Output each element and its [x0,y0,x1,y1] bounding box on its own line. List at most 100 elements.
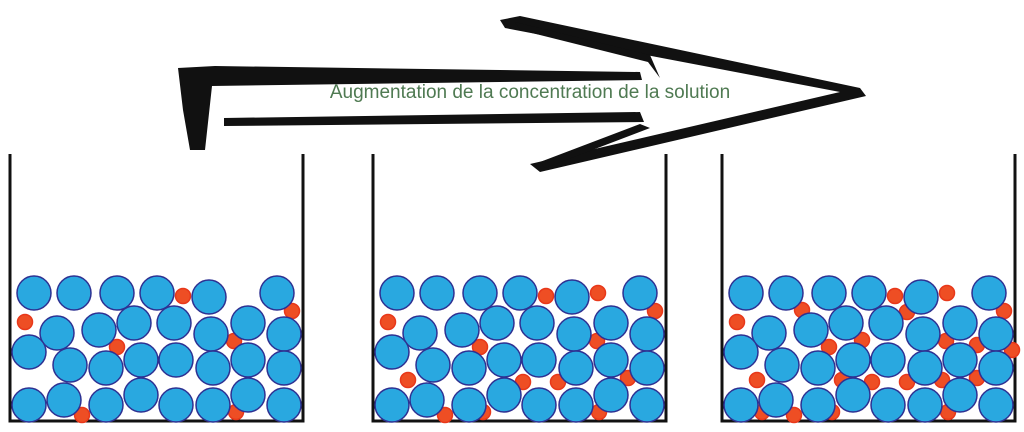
solvent-particle [11,334,47,370]
solvent-particle [415,347,451,383]
arrow-label: Augmentation de la concentration de la s… [329,82,731,103]
solvent-particle [978,316,1014,352]
solvent-particle [81,312,117,348]
solvent-particle [870,387,906,423]
solute-particle [748,371,766,389]
solvent-particle [835,377,871,413]
solute-particle [785,406,803,424]
solvent-particle [558,387,594,423]
solvent-particle [99,275,135,311]
solvent-particle [835,342,871,378]
beaker-medium-concentration [371,154,668,424]
solvent-particle [554,279,590,315]
solvent-particle [139,275,175,311]
solvent-particle [266,316,302,352]
solvent-particle [52,347,88,383]
solvent-particle [374,334,410,370]
solvent-particle [259,275,295,311]
solvent-particle [768,275,804,311]
solvent-particle [521,387,557,423]
solute-particle [73,406,91,424]
solvent-particle [629,387,665,423]
solvent-particle [409,382,445,418]
solvent-particle [851,275,887,311]
solvent-particle [486,342,522,378]
solvent-particle [88,350,124,386]
solvent-particle [764,347,800,383]
solvent-particle [123,377,159,413]
solute-particle [379,313,397,331]
solvent-particle [451,350,487,386]
beaker-wall [8,154,305,423]
solvent-particle [622,275,658,311]
solute-particle [16,313,34,331]
solvent-particle [46,382,82,418]
solvent-particle [728,275,764,311]
solvent-particle [116,305,152,341]
solvent-particle [266,387,302,423]
solvent-particle [942,305,978,341]
solvent-particle [868,305,904,341]
solvent-particle [811,275,847,311]
solvent-particle [723,387,759,423]
beaker-wall [720,154,1017,423]
solvent-particle [629,316,665,352]
solvent-particle [462,275,498,311]
solvent-particle [486,377,522,413]
solvent-particle [800,350,836,386]
solvent-particle [828,305,864,341]
solvent-particle [502,275,538,311]
solute-particle [399,371,417,389]
solvent-particle [123,342,159,378]
solvent-particle [971,275,1007,311]
solute-particle [886,287,904,305]
solvent-particle [11,387,47,423]
solvent-particle [195,350,231,386]
solvent-particle [195,387,231,423]
solvent-particle [266,350,302,386]
solvent-particle [629,350,665,386]
solvent-particle [230,305,266,341]
solvent-particle [558,350,594,386]
solvent-particle [907,387,943,423]
solvent-particle [16,275,52,311]
solvent-particle [751,315,787,351]
solvent-particle [800,387,836,423]
solvent-particle [556,316,592,352]
beaker-low-concentration [8,154,305,424]
solvent-particle [907,350,943,386]
solvent-particle [942,377,978,413]
solute-particle [436,406,454,424]
solvent-particle [419,275,455,311]
beaker-high-concentration [720,154,1021,424]
solvent-particle [158,387,194,423]
solvent-particle [519,305,555,341]
solvent-particle [942,342,978,378]
solvent-particle [374,387,410,423]
solvent-particle [379,275,415,311]
solvent-particle [230,377,266,413]
solvent-particle [593,305,629,341]
solvent-particle [56,275,92,311]
solvent-particle [88,387,124,423]
solvent-particle [451,387,487,423]
solvent-particle [905,316,941,352]
solvent-particle [521,342,557,378]
solute-particle [174,287,192,305]
solute-particle [537,287,555,305]
solvent-particle [758,382,794,418]
solute-particle [589,284,607,302]
solute-particle [728,313,746,331]
solvent-particle [903,279,939,315]
solvent-particle [593,342,629,378]
solvent-particle [870,342,906,378]
solvent-particle [723,334,759,370]
beaker-wall [371,154,668,423]
solvent-particle [402,315,438,351]
solvent-particle [444,312,480,348]
solvent-particle [230,342,266,378]
solute-particle [938,284,956,302]
solvent-particle [978,350,1014,386]
solvent-particle [191,279,227,315]
